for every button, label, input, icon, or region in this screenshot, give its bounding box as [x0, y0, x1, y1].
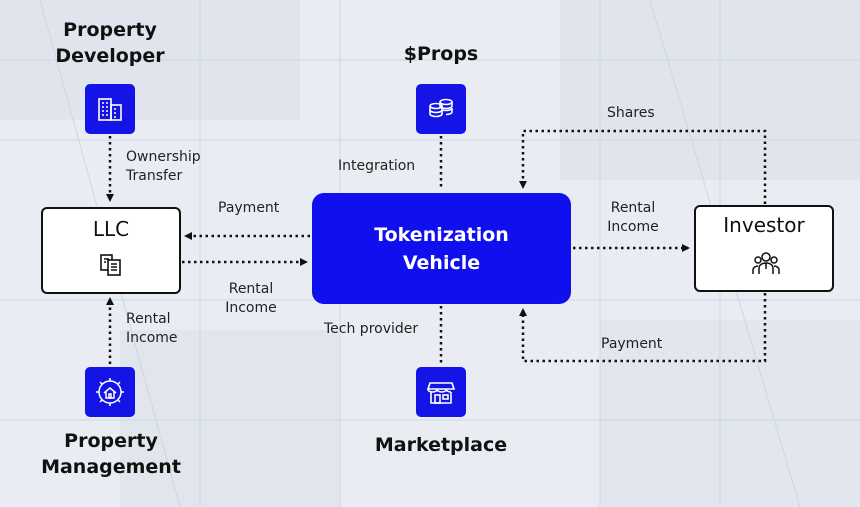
rental-income-from-pm-line2: Income: [126, 330, 178, 346]
shares-label: Shares: [607, 105, 655, 121]
payment-from-investor-label: Payment: [601, 336, 663, 352]
property-developer-title-line1: Property: [63, 19, 157, 41]
rental-income-from-pm-label: Rental Income: [126, 310, 178, 348]
ownership-transfer-line2: Transfer: [126, 168, 183, 184]
storefront-icon: [416, 367, 466, 417]
property-developer-title-line2: Developer: [55, 45, 165, 67]
tech-provider-label: Tech provider: [324, 321, 419, 337]
tokenization-vehicle-box: Tokenization Vehicle: [312, 193, 571, 304]
rental-income-to-tv-line2: Income: [225, 300, 277, 316]
tokenization-vehicle-line1: Tokenization: [374, 223, 509, 246]
rental-income-to-investor-line2: Income: [607, 219, 659, 235]
people-icon: [752, 249, 780, 281]
ownership-transfer-line1: Ownership: [126, 149, 201, 165]
property-management-title: Property Management: [26, 428, 196, 480]
documents-icon: [98, 252, 124, 282]
investor-box: Investor: [694, 205, 834, 292]
rental-income-to-investor-label: Rental Income: [598, 199, 668, 237]
coins-icon: [416, 84, 466, 134]
llc-box: LLC: [41, 207, 181, 294]
house-gear-icon: [85, 367, 135, 417]
property-developer-title: Property Developer: [40, 17, 180, 69]
payment-to-llc-label: Payment: [218, 200, 280, 216]
building-icon: [85, 84, 135, 134]
property-management-title-line2: Management: [41, 456, 181, 478]
property-management-title-line1: Property: [64, 430, 158, 452]
marketplace-title: Marketplace: [374, 434, 508, 456]
ownership-transfer-label: Ownership Transfer: [126, 148, 201, 186]
rental-income-to-investor-line1: Rental: [610, 200, 656, 216]
rental-income-to-tv-line1: Rental: [228, 281, 274, 297]
investor-title: Investor: [723, 213, 805, 237]
rental-income-from-pm-line1: Rental: [126, 311, 171, 327]
edge-shares: [519, 129, 767, 204]
props-title: $Props: [403, 43, 479, 65]
tokenization-vehicle-line2: Vehicle: [402, 251, 481, 274]
llc-title: LLC: [92, 217, 130, 241]
integration-label: Integration: [338, 158, 416, 174]
rental-income-to-tv-label: Rental Income: [213, 280, 289, 318]
